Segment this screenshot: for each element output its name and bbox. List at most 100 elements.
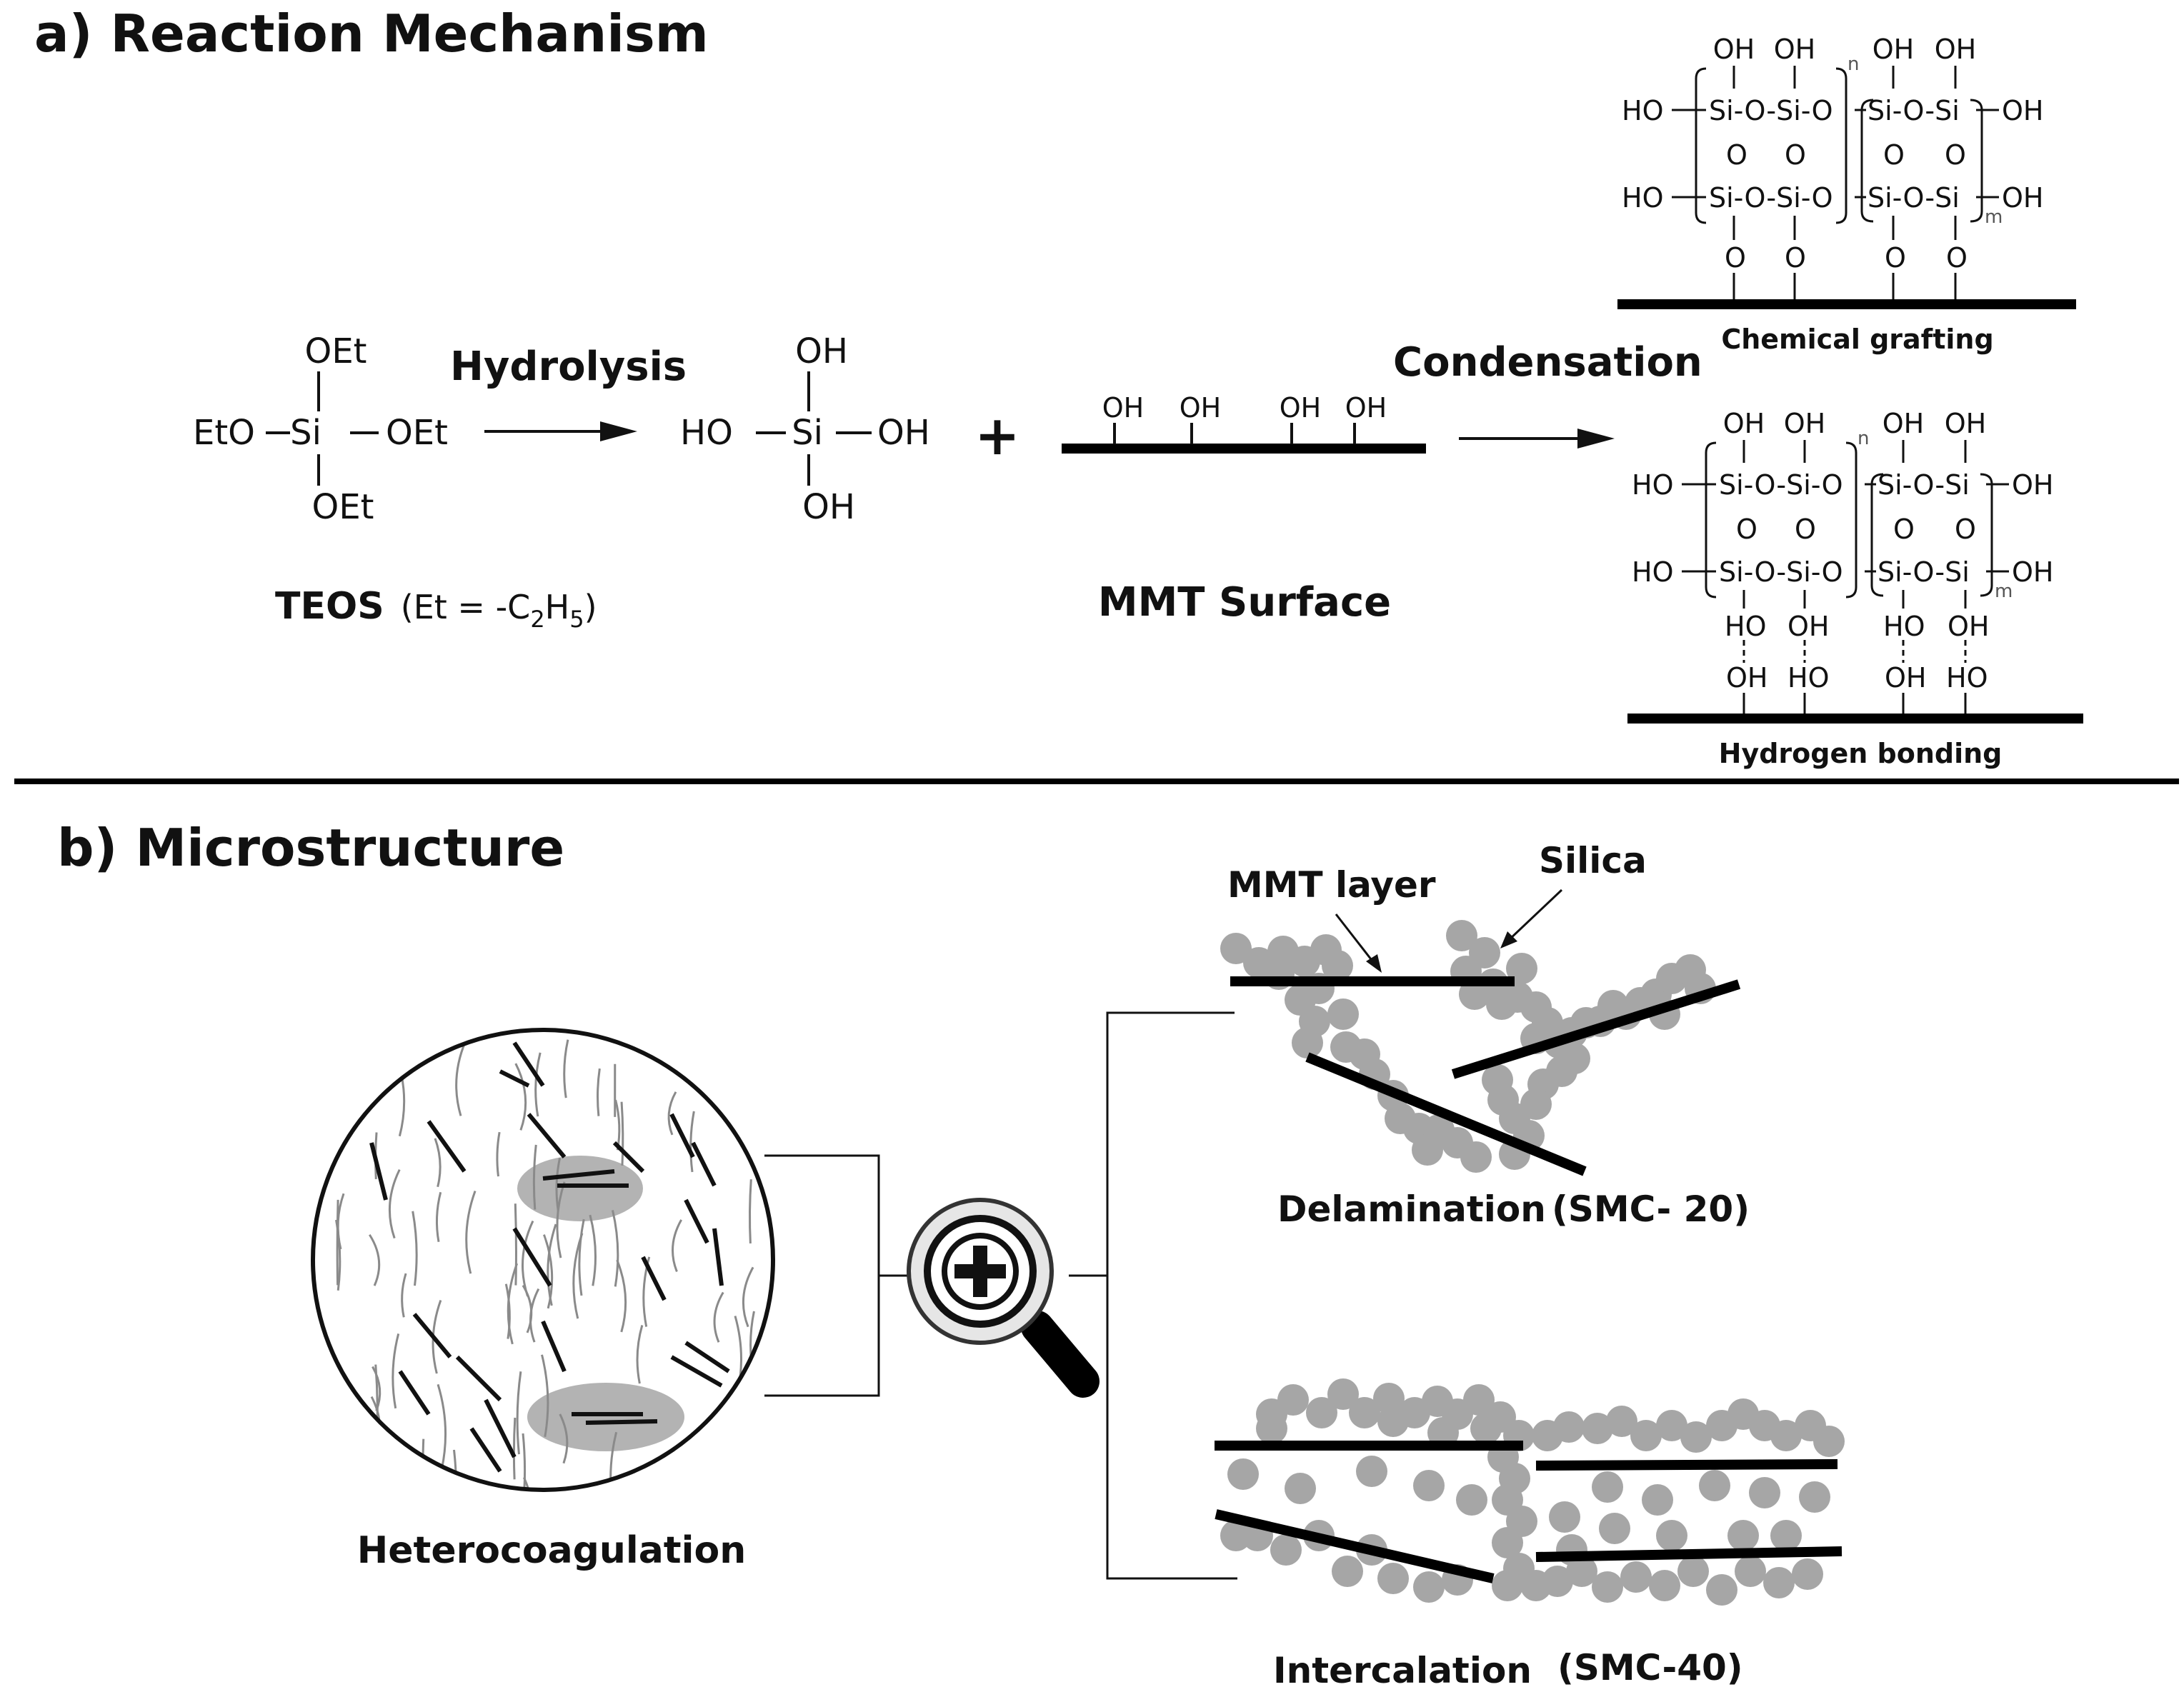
silica-particle bbox=[1592, 1471, 1623, 1503]
silica-particle bbox=[1599, 1513, 1630, 1544]
silica-particle bbox=[1735, 1556, 1766, 1587]
polymer-fiber bbox=[620, 1101, 624, 1166]
clay-platelet bbox=[712, 1228, 724, 1286]
polymer-fiber bbox=[401, 1273, 407, 1318]
silica-particle bbox=[1642, 1484, 1673, 1516]
svg-text:O: O bbox=[1726, 139, 1747, 171]
silica-particle bbox=[1463, 1384, 1495, 1416]
polymer-fiber bbox=[713, 1291, 724, 1343]
svg-text:Si-O-Si: Si-O-Si bbox=[1868, 95, 1960, 126]
circle-content bbox=[324, 1039, 755, 1490]
svg-text:OH: OH bbox=[1723, 408, 1765, 439]
silica-particle bbox=[1620, 1561, 1652, 1593]
polymer-fiber bbox=[339, 1436, 351, 1484]
silica-particle bbox=[1292, 1027, 1323, 1058]
silica-particle bbox=[1763, 1567, 1795, 1598]
chemical-grafting-caption: Chemical grafting bbox=[1721, 324, 1993, 355]
svg-text:HO: HO bbox=[1632, 556, 1673, 588]
mmt-oh-4: OH bbox=[1345, 392, 1387, 424]
hydrogen-bonding-caption: Hydrogen bonding bbox=[1719, 738, 2003, 769]
silica-particle bbox=[1680, 1421, 1712, 1453]
clay-platelet bbox=[669, 1113, 695, 1158]
polymer-fiber bbox=[597, 1068, 601, 1116]
svg-text:O: O bbox=[1893, 514, 1915, 545]
svg-text:O: O bbox=[1785, 139, 1806, 171]
silica-particle bbox=[1813, 1426, 1845, 1457]
silica-particle bbox=[1220, 1520, 1252, 1551]
silica-particle bbox=[1706, 1574, 1737, 1606]
svg-text:OH: OH bbox=[2002, 182, 2043, 214]
svg-text:OH: OH bbox=[1774, 34, 1815, 65]
svg-text:OH: OH bbox=[2002, 95, 2043, 126]
clay-platelet bbox=[427, 1120, 467, 1173]
silica-particle bbox=[1630, 1420, 1662, 1451]
aggregate-upper bbox=[517, 1156, 643, 1221]
svg-text:HO: HO bbox=[1883, 611, 1925, 642]
polymer-fiber bbox=[541, 1354, 549, 1437]
silica-particle bbox=[1699, 1470, 1730, 1501]
silica-particle bbox=[1377, 1563, 1409, 1594]
silica-particle bbox=[1656, 1520, 1687, 1551]
clay-platelet bbox=[684, 1198, 709, 1244]
svg-text:OH: OH bbox=[1883, 408, 1924, 439]
silica-particle bbox=[1542, 1566, 1573, 1597]
svg-text:HO: HO bbox=[1632, 469, 1673, 501]
silica-particle bbox=[1582, 1413, 1613, 1444]
intercalation-label: Intercalation bbox=[1273, 1650, 1532, 1691]
clay-platelet bbox=[369, 1142, 388, 1201]
polymer-fiber bbox=[388, 1168, 401, 1239]
polymer-fiber bbox=[465, 1191, 477, 1274]
clay-platelet bbox=[512, 1227, 552, 1287]
polymer-fiber bbox=[578, 1218, 585, 1296]
svg-text:OH: OH bbox=[1945, 408, 1986, 439]
zoom-in-icon bbox=[907, 1198, 1100, 1398]
clay-platelet bbox=[455, 1355, 502, 1402]
silica-particle bbox=[1549, 1501, 1580, 1533]
teos-si: Si bbox=[290, 413, 321, 453]
clay-platelet bbox=[469, 1427, 502, 1473]
silica-particle bbox=[1412, 1134, 1443, 1166]
clay-platelet bbox=[691, 1141, 717, 1187]
section-a-title: a) Reaction Mechanism bbox=[34, 4, 709, 64]
polymer-fiber bbox=[392, 1333, 400, 1409]
svg-text:Si-O-Si-O: Si-O-Si-O bbox=[1709, 182, 1833, 214]
silica-particle bbox=[1727, 1520, 1759, 1551]
svg-text:m: m bbox=[1985, 206, 2003, 228]
svg-text:n: n bbox=[1858, 428, 1869, 449]
svg-text:Si-O-Si-O: Si-O-Si-O bbox=[1719, 556, 1843, 588]
silica-particle bbox=[1592, 1571, 1623, 1603]
svg-text:Si-O-Si: Si-O-Si bbox=[1878, 556, 1970, 588]
mmt-surface-label: MMT Surface bbox=[1098, 579, 1391, 626]
polymer-fiber bbox=[534, 1052, 542, 1117]
silica-particle bbox=[1277, 1384, 1309, 1416]
teos-right: OEt bbox=[386, 413, 448, 453]
polymer-fiber bbox=[435, 1191, 442, 1243]
clay-platelet bbox=[612, 1141, 645, 1173]
polymer-fiber bbox=[572, 1233, 584, 1319]
polymer-fiber bbox=[609, 1431, 618, 1490]
polymer-fiber bbox=[672, 1219, 682, 1273]
hydrolysis-arrowhead bbox=[600, 421, 637, 441]
silanol-right: OH bbox=[877, 413, 930, 453]
polymer-fiber bbox=[514, 1063, 527, 1131]
silica-particle bbox=[1322, 950, 1353, 981]
silica-label: Silica bbox=[1539, 840, 1647, 881]
svg-text:O: O bbox=[1885, 242, 1906, 274]
polymer-fiber bbox=[543, 1234, 554, 1309]
mmt-oh-2: OH bbox=[1180, 392, 1221, 424]
silica-particle bbox=[1656, 1410, 1687, 1441]
polymer-fiber bbox=[612, 1210, 619, 1287]
polymer-fiber bbox=[516, 1371, 522, 1455]
svg-text:OH: OH bbox=[1873, 34, 1914, 65]
clay-platelet bbox=[398, 1370, 431, 1416]
svg-text:OH: OH bbox=[2012, 556, 2053, 588]
silica-particle bbox=[1285, 1473, 1316, 1504]
silica-particle bbox=[1770, 1520, 1802, 1551]
clay-platelet bbox=[499, 1069, 530, 1088]
mmt-oh-1: OH bbox=[1102, 392, 1144, 424]
silica-particle bbox=[1792, 1558, 1823, 1590]
polymer-fiber bbox=[532, 1144, 537, 1210]
heterocoagulation-view: Heterocoagulation bbox=[311, 1028, 775, 1572]
polymer-fiber bbox=[394, 1051, 406, 1137]
polymer-fiber bbox=[737, 1427, 744, 1490]
